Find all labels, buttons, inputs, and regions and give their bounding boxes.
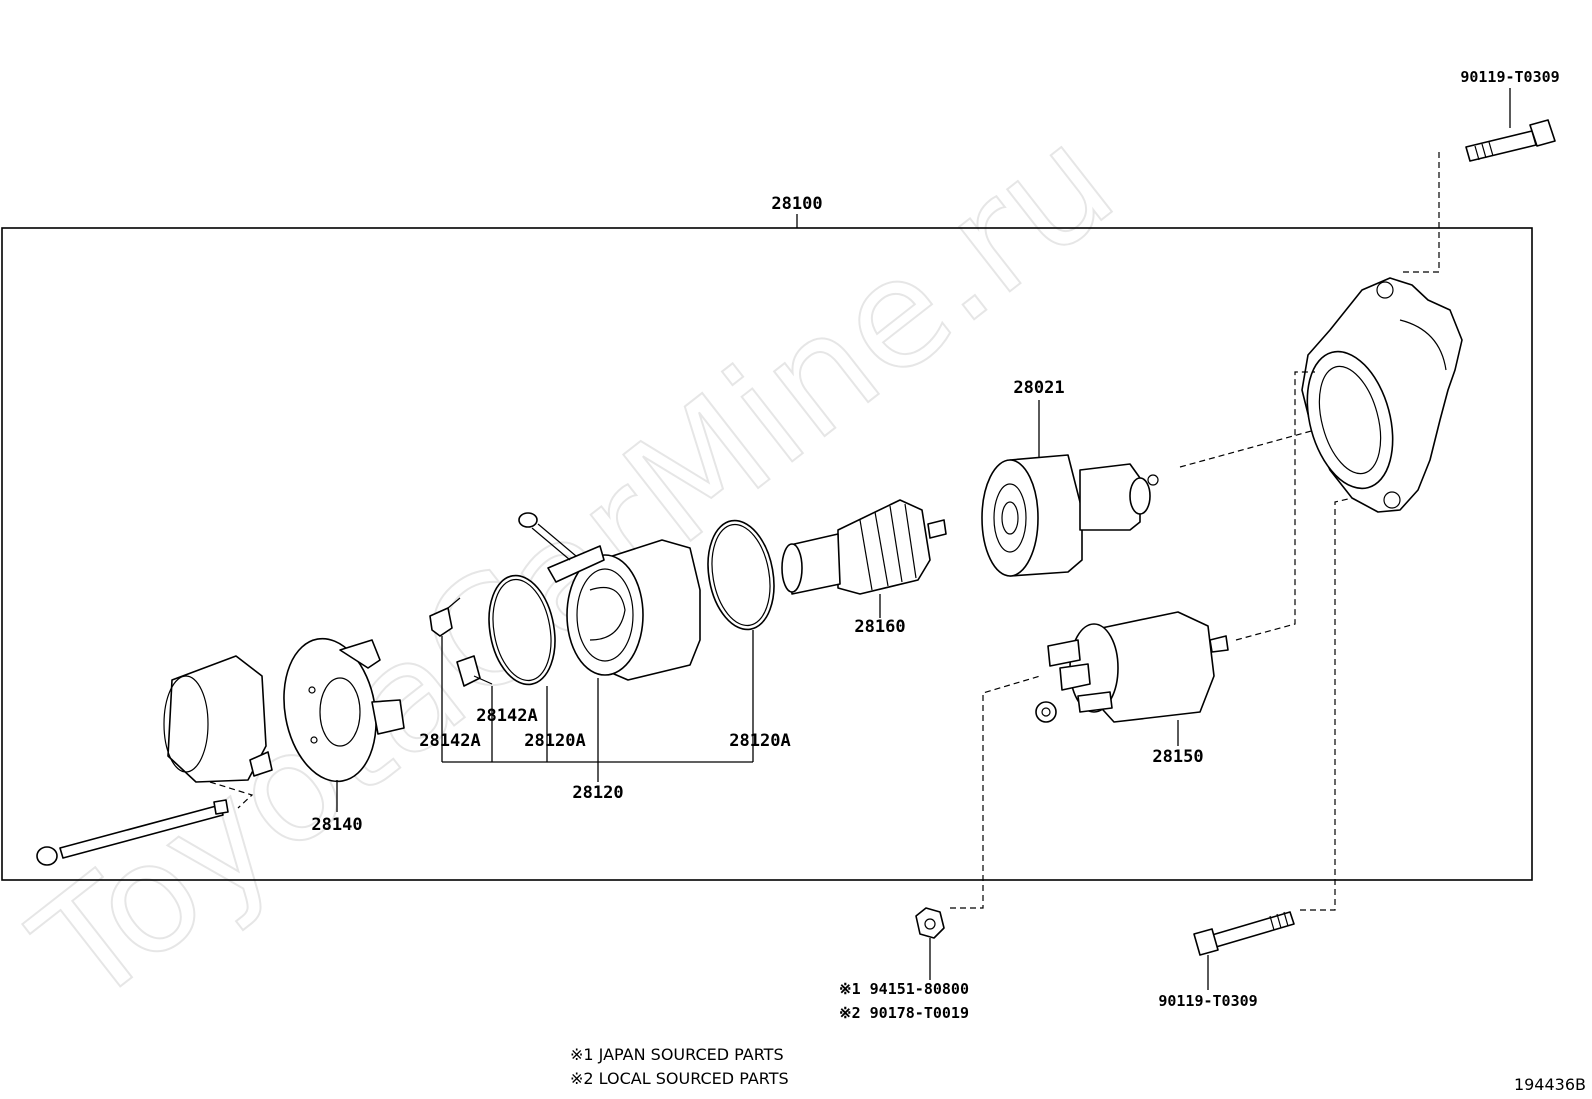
bolt-top-dashline: [1403, 152, 1440, 273]
end-cover-icon: [163, 655, 273, 783]
brush-holder-icon: [283, 637, 405, 783]
label-28160: 28160: [854, 617, 905, 637]
armature-icon: [981, 454, 1159, 577]
label-nut-code-1: ※1 94151-80800: [839, 980, 969, 998]
solenoid-icon: [1035, 611, 1229, 723]
bolt-top-icon: [1465, 119, 1556, 162]
nut-dashline: [950, 675, 1041, 909]
yoke-icon: [781, 499, 947, 595]
label-oring-right: 28120A: [729, 731, 790, 751]
label-28021: 28021: [1013, 378, 1064, 398]
label-bolt-bottom: 90119-T0309: [1158, 992, 1257, 1010]
oring-right-icon: [707, 519, 775, 631]
end-cover-dashline: [209, 781, 254, 809]
bolt-bottom-dashline: [1300, 497, 1353, 911]
solenoid-dashline: [1235, 371, 1315, 641]
diagram-id: 194436B: [1514, 1075, 1586, 1094]
housing-dashline: [1179, 429, 1316, 468]
legend-line-2: ※2 LOCAL SOURCED PARTS: [570, 1069, 789, 1088]
legend-line-1: ※1 JAPAN SOURCED PARTS: [570, 1045, 784, 1064]
terminal-lead-icon: [518, 512, 577, 561]
label-brush-a: 28142A: [419, 731, 480, 751]
label-28120: 28120: [572, 783, 623, 803]
brush-a-icon: [429, 597, 461, 637]
label-brush-b: 28142A: [476, 706, 537, 726]
brush-b-icon: [456, 655, 493, 687]
label-nut-code-2: ※2 90178-T0019: [839, 1004, 969, 1022]
bolt-bottom-icon: [1193, 911, 1295, 956]
label-28140: 28140: [311, 815, 362, 835]
through-bolt-icon: [36, 799, 229, 866]
nut-icon: [915, 907, 945, 939]
label-28100: 28100: [771, 194, 822, 214]
oring-left-icon: [488, 574, 556, 686]
label-oring-left: 28120A: [524, 731, 585, 751]
drive-housing-icon: [1301, 277, 1463, 513]
field-frame-icon: [547, 539, 701, 681]
label-28150: 28150: [1152, 747, 1203, 767]
label-bolt-top: 90119-T0309: [1460, 68, 1559, 86]
assembly-frame: [1, 227, 1533, 881]
